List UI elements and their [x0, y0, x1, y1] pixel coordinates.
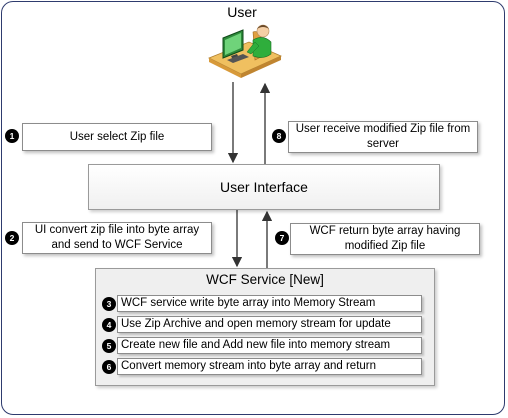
step-badge-3: 3 [102, 297, 116, 311]
note-wcf-return: WCF return byte array having modified Zi… [290, 223, 480, 255]
wcf-service-box: WCF Service [New] 3 WCF service write by… [95, 268, 435, 386]
user-interface-box: User Interface [88, 164, 440, 210]
wcf-step: WCF service write byte array into Memory… [117, 295, 422, 312]
note-user-receive-zip: User receive modified Zip file from serv… [288, 121, 478, 153]
user-at-computer-icon [208, 24, 282, 78]
note-ui-convert: UI convert zip file into byte array and … [22, 222, 212, 254]
user-title: User [227, 4, 257, 20]
note-text: User receive modified Zip file from serv… [295, 123, 471, 150]
step-badge-1: 1 [5, 129, 19, 143]
note-text: User select Zip file [69, 130, 165, 143]
wcf-step: Use Zip Archive and open memory stream f… [117, 316, 422, 333]
wcf-step: Create new file and Add new file into me… [117, 337, 422, 354]
note-text: WCF return byte array having modified Zi… [309, 225, 461, 252]
step-badge-6: 6 [102, 360, 116, 374]
step-badge-2: 2 [5, 231, 19, 245]
step-badge-7: 7 [275, 231, 289, 245]
step-badge-4: 4 [102, 318, 116, 332]
step-badge-5: 5 [102, 339, 116, 353]
wcf-service-title: WCF Service [New] [206, 272, 324, 287]
user-interface-label: User Interface [220, 179, 308, 195]
step-badge-8: 8 [272, 129, 286, 143]
note-user-select-zip: User select Zip file [22, 123, 212, 151]
note-text: UI convert zip file into byte array and … [34, 224, 200, 251]
wcf-step: Convert memory stream into byte array an… [117, 358, 422, 375]
